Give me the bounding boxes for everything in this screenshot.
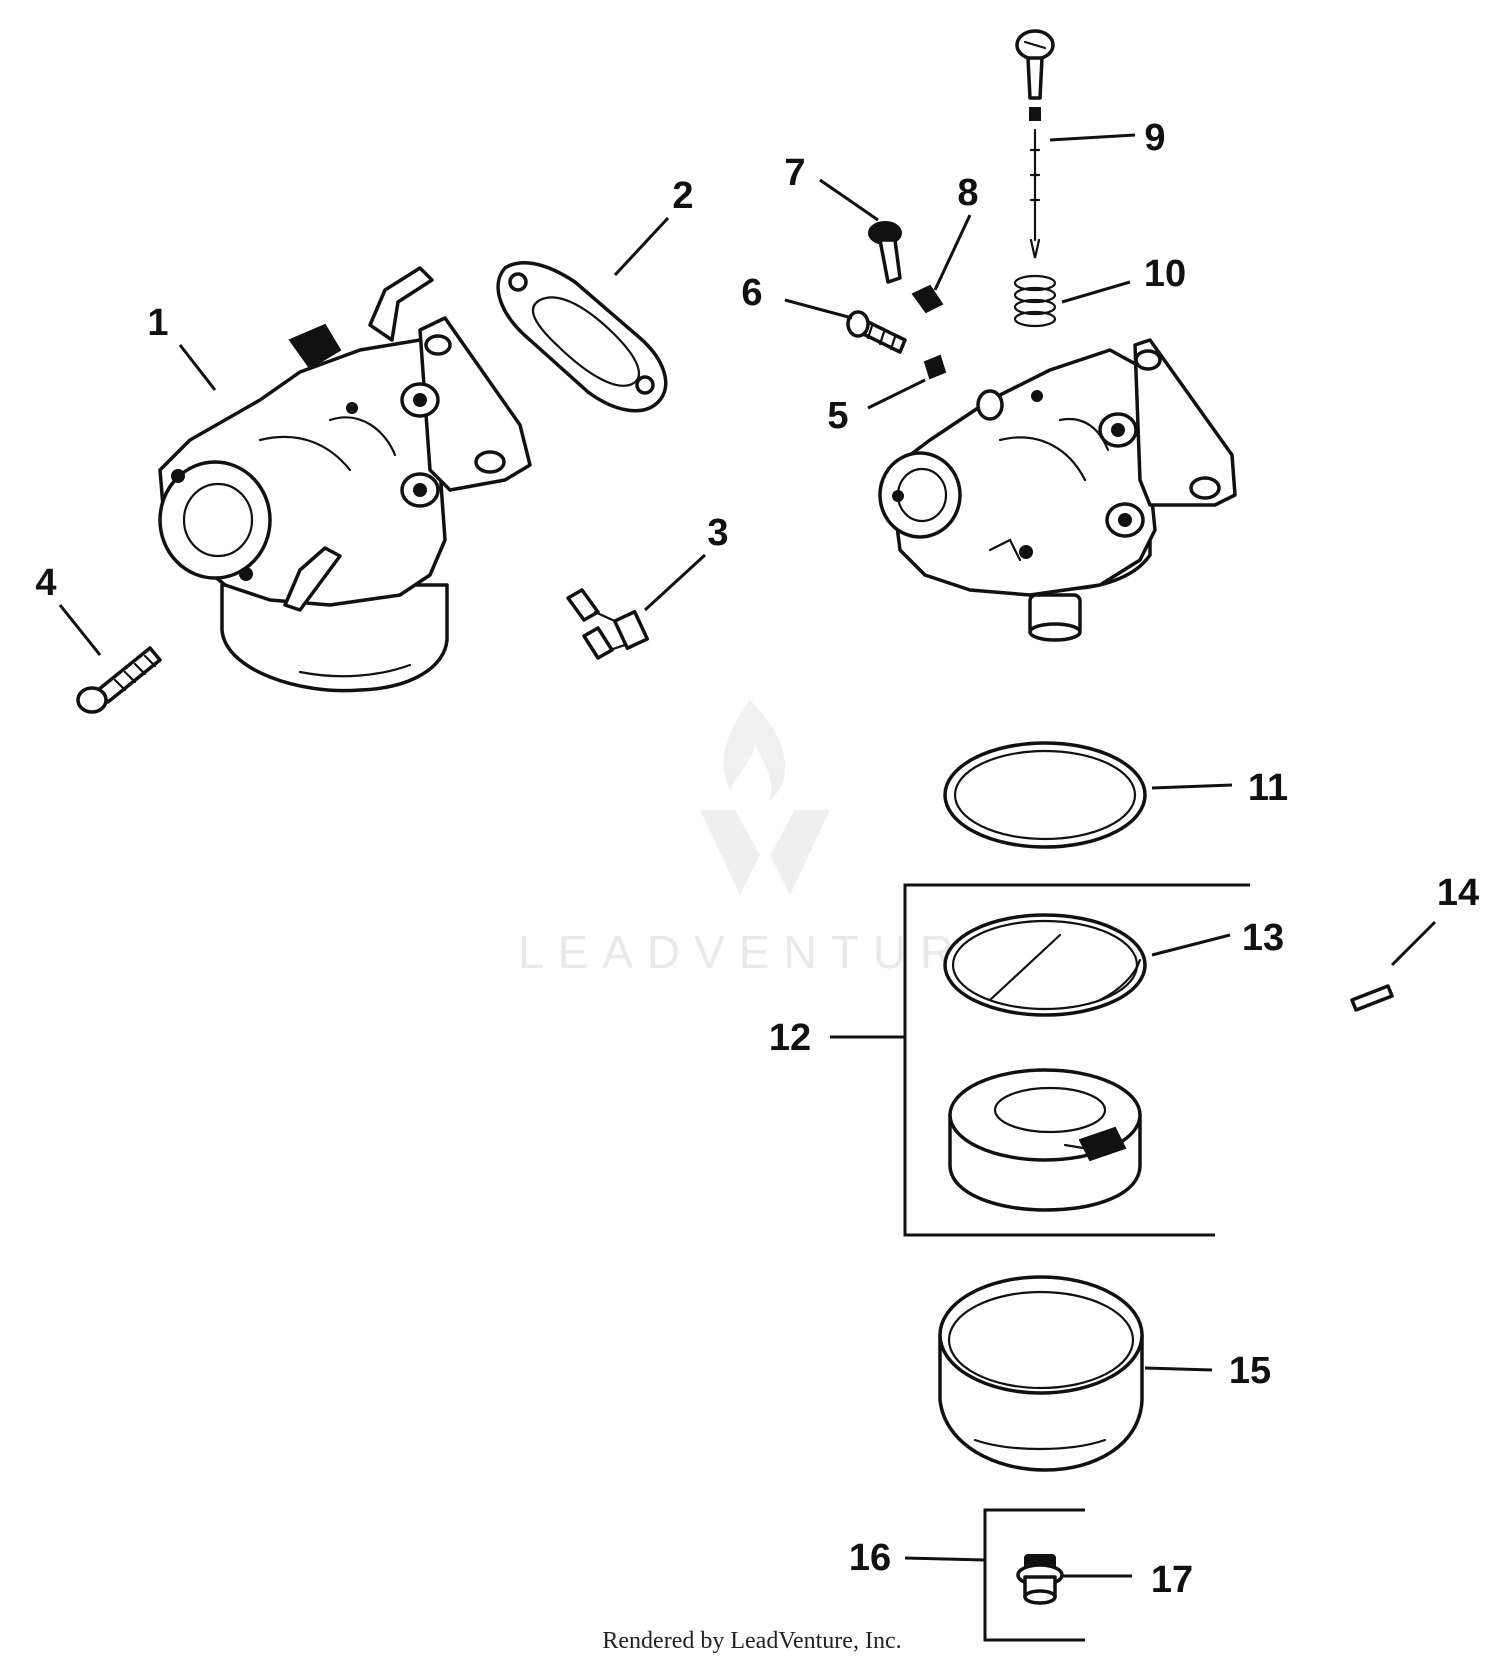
part-12-bracket (903, 883, 1250, 1237)
leadventure-flame-logo (700, 700, 830, 895)
leader-13 (1151, 933, 1231, 957)
part-13-float-disc (943, 913, 1147, 1017)
callout-numbers: 1 2 3 4 5 6 7 8 9 10 11 12 13 14 15 16 1… (35, 117, 1479, 1601)
callout-13: 13 (1242, 917, 1284, 959)
part-6-screw (846, 310, 907, 354)
part-15-bowl (938, 1275, 1144, 1472)
callout-15: 15 (1229, 1350, 1271, 1392)
leader-10 (1061, 280, 1131, 304)
watermark-text: LEADVENTURE (518, 926, 1012, 978)
leader-3 (643, 553, 707, 612)
callout-6: 6 (741, 272, 762, 314)
callout-2: 2 (672, 175, 693, 217)
callout-16: 16 (849, 1537, 891, 1579)
callout-8: 8 (957, 172, 978, 214)
part-8-spring (911, 284, 944, 314)
callout-4: 4 (35, 562, 56, 604)
leader-4 (58, 604, 102, 656)
part-9-needle (1015, 29, 1055, 259)
part-7-screw (868, 221, 902, 284)
callout-5: 5 (827, 395, 848, 437)
watermark: LEADVENTURE (518, 700, 1012, 978)
part-1-carburetor (158, 266, 532, 693)
part-14-pin (1350, 984, 1394, 1012)
part-5-clip (923, 354, 947, 380)
leader-6 (784, 298, 853, 320)
leader-8 (933, 214, 972, 291)
leader-15 (1144, 1366, 1213, 1372)
part-17-drain-plug (1016, 1554, 1064, 1605)
part-3-fitting (566, 588, 650, 660)
part-11-o-ring (943, 741, 1147, 849)
callout-14: 14 (1437, 872, 1479, 914)
carburetor-upper-body (878, 338, 1237, 642)
callout-17: 17 (1151, 1559, 1193, 1601)
part-10-spring (1013, 274, 1057, 328)
callout-9: 9 (1144, 117, 1165, 159)
part-16-bracket (983, 1508, 1085, 1642)
float (948, 1068, 1142, 1212)
leader-16 (904, 1556, 986, 1562)
part-2-gasket (496, 260, 668, 413)
callout-11: 11 (1248, 767, 1288, 809)
leader-1 (178, 344, 217, 391)
callout-3: 3 (707, 512, 728, 554)
leader-2 (613, 216, 670, 277)
callout-1: 1 (147, 302, 168, 344)
leader-11 (1151, 783, 1233, 790)
callout-7: 7 (784, 152, 805, 194)
part-4-screw (76, 646, 162, 714)
callout-10: 10 (1144, 253, 1186, 295)
leader-lines (58, 133, 1437, 1578)
leader-7 (819, 178, 879, 222)
leader-9 (1049, 133, 1136, 142)
callout-12: 12 (769, 1017, 811, 1059)
leader-14 (1390, 920, 1437, 967)
footer-credit: Rendered by LeadVenture, Inc. (602, 1628, 901, 1654)
leader-5 (867, 378, 926, 410)
